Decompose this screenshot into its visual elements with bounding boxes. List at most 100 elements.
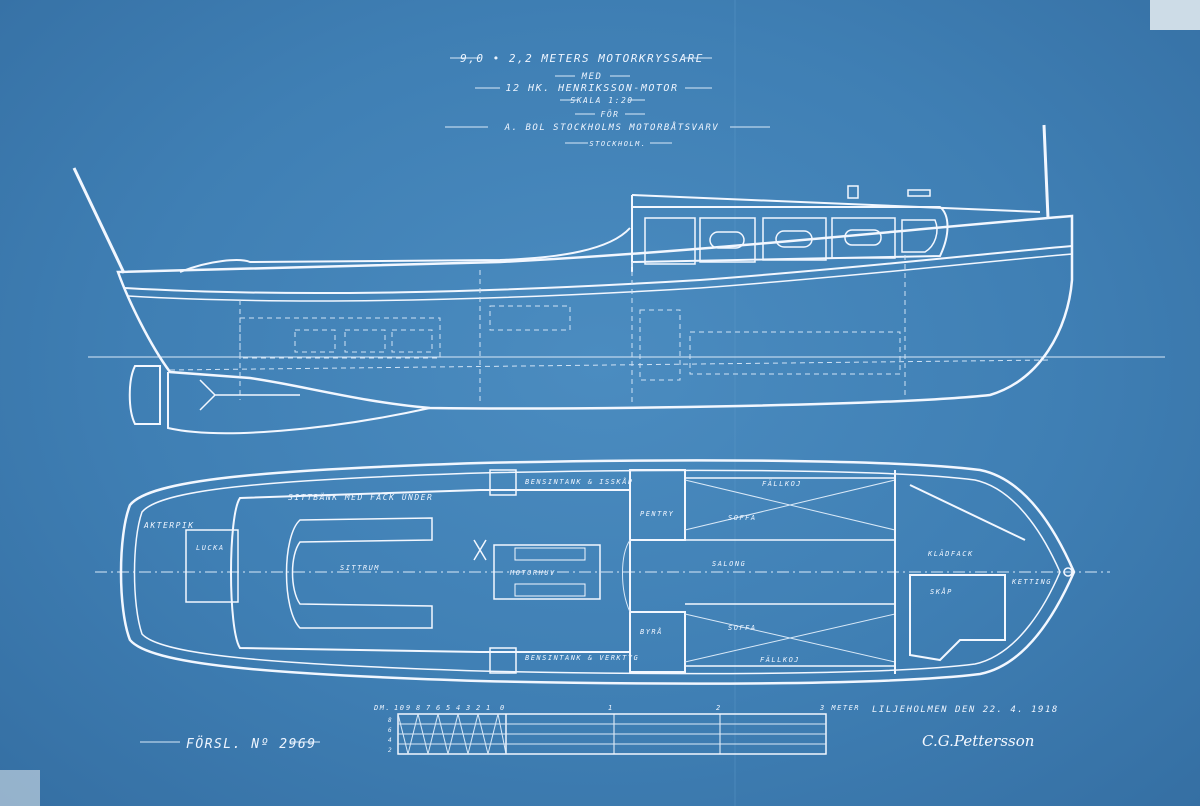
label-bensintank-top: BENSINTANK & ISSKÅP [525, 477, 634, 486]
torn-corner [1150, 0, 1200, 30]
proposal-number: FÖRSL. Nº 2969 [186, 735, 317, 752]
label-skap: SKÅP [930, 587, 953, 596]
title-line-2: MED [581, 72, 603, 82]
porthole-2 [775, 230, 813, 248]
scale-row-tick-8: 8 [388, 717, 393, 724]
motorhuv-vent-top [514, 547, 586, 561]
sittbank-outline [285, 517, 433, 629]
bensintank-top-box [489, 469, 517, 496]
scale-dm-tick-7: 7 [426, 704, 432, 712]
deck-hull-outline [119, 459, 1076, 685]
ventilator [847, 185, 859, 199]
scale-dm-tick-2: 2 [476, 704, 482, 712]
label-fallkoj-top: FÄLLKOJ [762, 479, 802, 488]
hatch-fitting [907, 189, 931, 197]
label-soffa-bottom: SOFFA [728, 624, 757, 632]
lucka-hatch [185, 529, 239, 603]
fallkoj-bottom-diag-2 [684, 613, 896, 663]
interior-floor [169, 359, 1051, 371]
title-line-3: 12 HK. HENRIKSSON-MOTOR [506, 83, 679, 94]
sheer-line [124, 245, 1073, 295]
scale-dm-tick-10: 10 [394, 704, 405, 712]
companionway-arc [622, 539, 631, 613]
title-line-6: A. BOL STOCKHOLMS MOTORBÅTSVARV [504, 121, 719, 133]
rudder [128, 365, 161, 425]
hull-outline [116, 214, 1074, 410]
bow-mast [1042, 124, 1050, 219]
cockpit-coaming [179, 227, 631, 273]
scale-dm-tick-1: 1 [486, 704, 492, 712]
cabin-roof [631, 194, 1041, 213]
cabin-window-panel-2 [762, 217, 827, 261]
place-date: LILJEHOLMEN DEN 22. 4. 1918 [872, 705, 1059, 715]
keel-aft [167, 372, 431, 435]
scale-dm-tick-3: 3 [465, 704, 472, 712]
scale-dm-tick-8: 8 [416, 704, 422, 712]
title-line-4: SKALA 1:20 [570, 96, 633, 105]
label-lucka: LUCKA [196, 544, 225, 552]
label-kladfack: KLÄDFACK [927, 549, 974, 558]
title-line-5: FÖR [601, 109, 620, 119]
scale-bar: DM. 10 9 8 7 6 5 4 3 2 1 0 1 2 3 METER 8… [373, 704, 860, 755]
scale-dm-tick-6: 6 [436, 704, 442, 712]
anchor-fitting [1063, 567, 1073, 577]
label-soffa-top: SOFFA [728, 514, 757, 522]
bensintank-bottom-box [489, 647, 517, 674]
scale-dm-tick-9: 9 [406, 704, 412, 712]
interior-sofa [689, 331, 901, 375]
fallkoj-top-diag-2 [684, 479, 896, 531]
pentry-outline [629, 469, 686, 541]
label-bensintank-bottom: BENSINTANK & VERKTYG [525, 654, 639, 662]
porthole-1 [709, 231, 745, 249]
cabin-window-panel-3 [831, 217, 896, 259]
skap-outline [909, 574, 1006, 662]
forward-window [901, 219, 938, 253]
signature-block: LILJEHOLMEN DEN 22. 4. 1918 C.G.Petterss… [872, 705, 1059, 750]
scale-dm-tick-5: 5 [446, 704, 452, 712]
motorhuv-vent-bottom [514, 583, 586, 597]
tiller-fitting [473, 539, 487, 561]
label-ketting: KETTING [1011, 578, 1052, 586]
propeller [199, 379, 230, 411]
kladfack-rail [909, 484, 1026, 541]
label-akterpik: AKTERPIK [143, 521, 195, 530]
interior-locker-1 [294, 329, 336, 353]
scale-row-tick-2: 2 [388, 747, 393, 754]
label-sittrum: SITTRUM [340, 564, 380, 572]
scale-prefix: DM. [373, 704, 391, 712]
interior-engine-box [489, 305, 571, 331]
interior-locker-3 [391, 329, 433, 353]
cabin-door [644, 217, 696, 265]
scale-row-tick-4: 4 [388, 737, 393, 744]
stern-flagstaff [72, 167, 126, 274]
byra-outline [629, 611, 686, 673]
porthole-3 [844, 229, 882, 246]
label-byra: BYRÅ [640, 627, 663, 636]
scale-dm-tick-0: 0 [500, 704, 506, 712]
scale-diagonals [397, 713, 507, 755]
label-motorhuv: MOTORHUV [509, 569, 556, 577]
cabin-window-panel-1 [699, 217, 756, 263]
cockpit-outline [230, 489, 631, 653]
scale-meter-tick-2: 2 [716, 704, 722, 712]
side-elevation [72, 124, 1165, 435]
label-salong: SALONG [712, 560, 746, 568]
scale-meter-tick-3: 3 METER [819, 704, 860, 712]
scale-dm-tick-4: 4 [456, 704, 462, 712]
worn-corner [0, 770, 40, 806]
rubbing-strake [127, 253, 1073, 302]
title-block: 9,0 • 2,2 METERS MOTORKRYSSARE MED 12 HK… [445, 52, 770, 148]
proposal-block: FÖRSL. Nº 2969 [140, 735, 320, 752]
title-line-1: 9,0 • 2,2 METERS MOTORKRYSSARE [460, 52, 704, 65]
scale-row-tick-6: 6 [388, 727, 393, 734]
interior-locker-2 [344, 329, 386, 353]
motorhuv-outline [493, 544, 601, 600]
label-pentry: PENTRY [640, 510, 674, 518]
scale-meter-tick-1: 1 [608, 704, 614, 712]
label-fallkoj-bottom: FÄLLKOJ [760, 655, 800, 664]
interior-pentry [639, 309, 681, 381]
label-sittbank: SITTBÄNK MED FACK UNDER [288, 492, 433, 502]
deck-plan: AKTERPIK LUCKA SITTBÄNK MED FACK UNDER S… [95, 459, 1110, 685]
